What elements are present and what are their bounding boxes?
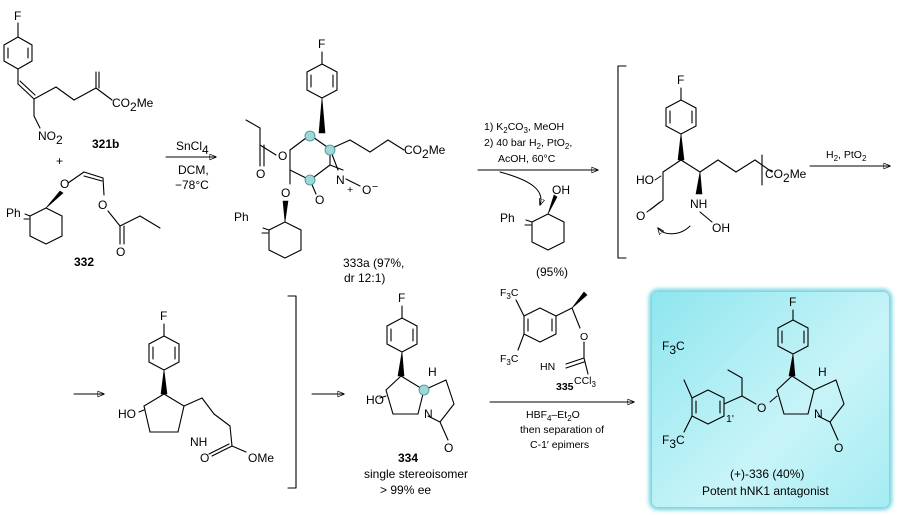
- fluoro-label: F: [318, 37, 325, 51]
- intermediate-bracket: F HO O CO2Me NH OH: [617, 65, 807, 259]
- condition-line-1: 1) K2CO3, MeOH: [484, 121, 564, 135]
- reaction-arrow-4: F3C F3C O HN CCl3 335 HBF4–Et2O then sep…: [489, 287, 634, 451]
- compound-333a: F CO2Me N + O − O O O O: [234, 37, 446, 285]
- yield-333a: 333a (97%,: [343, 256, 404, 270]
- aux-oxygen: O: [281, 186, 290, 200]
- phenyl-label: Ph: [234, 210, 249, 224]
- reagent-hbf4: HBF4–Et2O: [526, 409, 580, 423]
- compound-334: F HO N O H 334 single stereoisomer > 99%…: [364, 291, 468, 497]
- pyrrolidine-intermediate: F HO NH O OMe: [118, 295, 297, 489]
- ring-oxygen: O: [315, 193, 324, 207]
- ether-o: O: [757, 401, 766, 415]
- nitro-label: NO2: [38, 129, 63, 147]
- compound-336: F N O H O 1' F3C F3C (+)-336 (40%) Poten…: [662, 295, 845, 498]
- n-plus: +: [347, 184, 353, 196]
- dr-333a: dr 12:1): [344, 271, 385, 285]
- ester-label: CO2Me: [404, 143, 446, 161]
- ccl3-label: CCl3: [574, 375, 597, 389]
- lactam-o: O: [834, 441, 843, 455]
- compound-321b: F CO2Me NO2 321b: [3, 9, 154, 151]
- hydroxylamine-nh: NH: [690, 197, 707, 211]
- cf3-label-top: F3C: [500, 287, 519, 301]
- epimer-note: C-1′ epimers: [530, 439, 589, 451]
- aldehyde-oxygen: O: [636, 209, 645, 223]
- recovered-auxiliary: OH Ph (95%): [500, 183, 570, 279]
- solvent-dcm: DCM,: [178, 163, 209, 177]
- stereo-note: single stereoisomer: [364, 467, 468, 481]
- cf3-label-bottom: F3C: [662, 433, 685, 451]
- ester-label: CO2Me: [765, 167, 807, 185]
- carbonyl-oxygen: O: [200, 451, 209, 465]
- compound-number-336: (+)-336 (40%): [730, 467, 804, 481]
- phenyl-label: Ph: [6, 206, 21, 220]
- hydroxyl-label: HO: [118, 407, 136, 421]
- bridgehead-h: H: [818, 365, 827, 379]
- compound-number-335: 335: [556, 381, 574, 393]
- imidate-oxygen: O: [580, 331, 588, 343]
- hydroxylamine-oh: OH: [712, 221, 730, 235]
- imidate-nh: HN: [540, 361, 555, 373]
- separation-note: then separation of: [520, 424, 604, 436]
- condition-line-3: AcOH, 60°C: [498, 153, 556, 165]
- reaction-arrow-1: SnCl4 DCM, −78°C: [165, 139, 216, 192]
- nitronate-o: O: [362, 183, 371, 197]
- ester-label: CO2Me: [112, 96, 154, 114]
- compound-number-334: 334: [398, 451, 418, 465]
- stereocenter-dot: [324, 144, 336, 156]
- c1-prime-label: 1': [726, 413, 734, 425]
- reaction-arrow-3: H2, PtO2: [809, 149, 890, 166]
- compound-number-332: 332: [74, 255, 94, 269]
- lactam-o: O: [444, 441, 453, 455]
- stereocenter-dot: [304, 174, 316, 186]
- cf3-label-bottom: F3C: [500, 353, 519, 367]
- temperature: −78°C: [175, 178, 209, 192]
- ether-oxygen: O: [60, 177, 69, 191]
- ester-oxygen: O: [98, 198, 107, 212]
- fluoro-label: F: [789, 295, 796, 309]
- stereocenter-dot: [304, 130, 316, 142]
- methoxy-label: OMe: [248, 451, 274, 465]
- condition-h2-pto2: H2, PtO2: [826, 149, 867, 163]
- condition-line-2: 2) 40 bar H2, PtO2,: [484, 137, 572, 151]
- ee-note: > 99% ee: [380, 483, 431, 497]
- lactam-n: N: [424, 407, 433, 421]
- fluoro-label: F: [14, 9, 21, 23]
- o-minus: −: [372, 181, 378, 193]
- plus-sign: +: [56, 154, 63, 168]
- acyl-carbonyl-o: O: [256, 167, 265, 181]
- reaction-arrow-2: 1) K2CO3, MeOH 2) 40 bar H2, PtO2, AcOH,…: [477, 121, 598, 205]
- fluoro-label: F: [398, 291, 405, 305]
- fluoro-label: F: [677, 73, 684, 87]
- phenyl-label: Ph: [500, 211, 515, 225]
- fluoro-label: F: [160, 309, 167, 323]
- hydroxyl-label: OH: [552, 183, 570, 197]
- reagent-sncl4: SnCl4: [176, 139, 209, 157]
- compound-332: O O O Ph 332: [6, 171, 161, 269]
- nitronate-n: N: [336, 173, 345, 187]
- pyrrolidine-nh: NH: [190, 435, 207, 449]
- bridgehead-h: H: [428, 365, 437, 379]
- lactam-n: N: [814, 407, 823, 421]
- hydroxyl-label: HO: [366, 393, 384, 407]
- recovered-yield: (95%): [536, 265, 568, 279]
- stereocenter-dot: [418, 384, 430, 396]
- acyl-oxygen: O: [278, 149, 287, 163]
- compound-number-321b: 321b: [92, 137, 119, 151]
- activity-note: Potent hNK1 antagonist: [702, 484, 829, 498]
- cf3-label-top: F3C: [662, 339, 685, 357]
- carbonyl-oxygen: O: [116, 245, 125, 259]
- hydroxyl-label: HO: [636, 173, 654, 187]
